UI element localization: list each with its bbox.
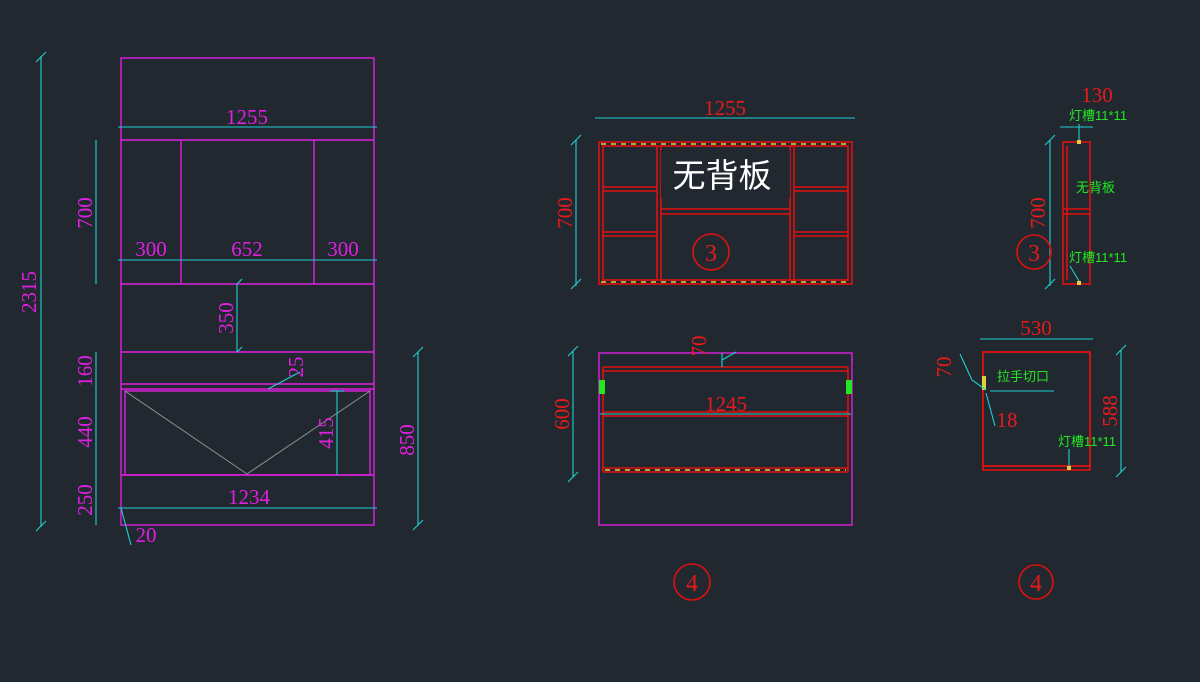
section-marker-3-side: 3: [1016, 234, 1052, 270]
dim-middle-bay: 652: [231, 237, 263, 261]
dim-base-height: 250: [73, 484, 97, 516]
lower-cabinet-height: 600: [550, 398, 574, 430]
dim-left-bay: 300: [135, 237, 167, 261]
front-view-dimension-lines: [35, 51, 424, 546]
dim-right-bay: 300: [327, 237, 359, 261]
upper-cabinet-dimension-lines: [570, 117, 855, 290]
dim-shelf-height: 160: [73, 355, 97, 387]
dim-drawer-height: 440: [73, 416, 97, 448]
light-slot-label-top: 灯槽11*11: [1069, 108, 1127, 123]
section-marker-3: 3: [692, 233, 730, 271]
lower-side-height: 588: [1098, 395, 1122, 427]
section-marker-3-label: 3: [705, 241, 717, 267]
dim-edge-offset: 20: [136, 523, 157, 547]
lower-cabinet-handle-right: [846, 380, 852, 394]
dim-upper-height: 700: [73, 197, 97, 229]
upper-side-no-back-panel: 无背板: [1076, 180, 1115, 195]
front-view: 2315 1255 700 300 652 300 350 160 25 440…: [17, 51, 424, 547]
section-marker-4-side-label: 4: [1030, 571, 1042, 597]
handle-cutout-marker: [982, 376, 986, 390]
dim-inner-drop: 415: [314, 417, 338, 449]
section-marker-3-side-label: 3: [1028, 241, 1040, 267]
light-slot-label-bottom: 灯槽11*11: [1069, 250, 1127, 265]
handle-cutout-label: 拉手切口: [997, 369, 1049, 384]
upper-cabinet-width: 1255: [704, 96, 746, 120]
lower-cabinet-inner-width: 1245: [705, 392, 747, 416]
lower-side-dimension-lines: [959, 338, 1127, 478]
lower-cabinet-handle-left: [599, 380, 605, 394]
lower-cabinet-outline: [598, 352, 853, 526]
upper-cabinet-view: 1255 700 无背板 3: [553, 96, 855, 290]
dim-lower-total: 850: [395, 424, 419, 456]
section-marker-4: 4: [673, 563, 711, 601]
dim-lower-width: 1234: [228, 485, 271, 509]
lower-side-view: 530 588 70 拉手切口 18 灯槽11*11 4: [932, 316, 1127, 600]
lower-cabinet-dimension-lines: [567, 345, 851, 483]
section-marker-4-label: 4: [686, 571, 698, 597]
upper-cabinet-outline: [598, 141, 853, 285]
upper-side-height: 700: [1026, 197, 1050, 229]
handle-depth: 18: [997, 408, 1018, 432]
upper-side-view: 130 灯槽11*11 700 无背板 灯槽11*11 3: [1016, 83, 1127, 290]
light-slot-marker-top: [1077, 140, 1081, 144]
dim-top-width: 1255: [226, 105, 268, 129]
lower-side-depth: 530: [1020, 316, 1052, 340]
lower-cabinet-view: 70 600 1245 4: [550, 336, 853, 601]
dim-gap-height: 350: [214, 302, 238, 334]
no-back-panel-label: 无背板: [673, 157, 772, 194]
upper-cabinet-height: 700: [553, 197, 577, 229]
lower-cabinet-offset: 70: [687, 336, 711, 357]
lower-side-outline: [982, 351, 1091, 471]
upper-side-dimension-lines: [1044, 124, 1093, 290]
handle-height: 70: [932, 357, 956, 378]
lower-light-slot-label: 灯槽11*11: [1058, 434, 1116, 449]
no-back-panel-label-bg: [661, 150, 790, 198]
upper-side-outline: [1062, 140, 1091, 285]
dim-total-height: 2315: [17, 271, 41, 313]
section-marker-4-side: 4: [1018, 564, 1054, 600]
lower-light-slot-marker: [1067, 466, 1071, 470]
light-slot-marker-bottom: [1077, 281, 1081, 285]
upper-side-depth: 130: [1081, 83, 1113, 107]
dim-offset-small: 25: [284, 357, 308, 378]
